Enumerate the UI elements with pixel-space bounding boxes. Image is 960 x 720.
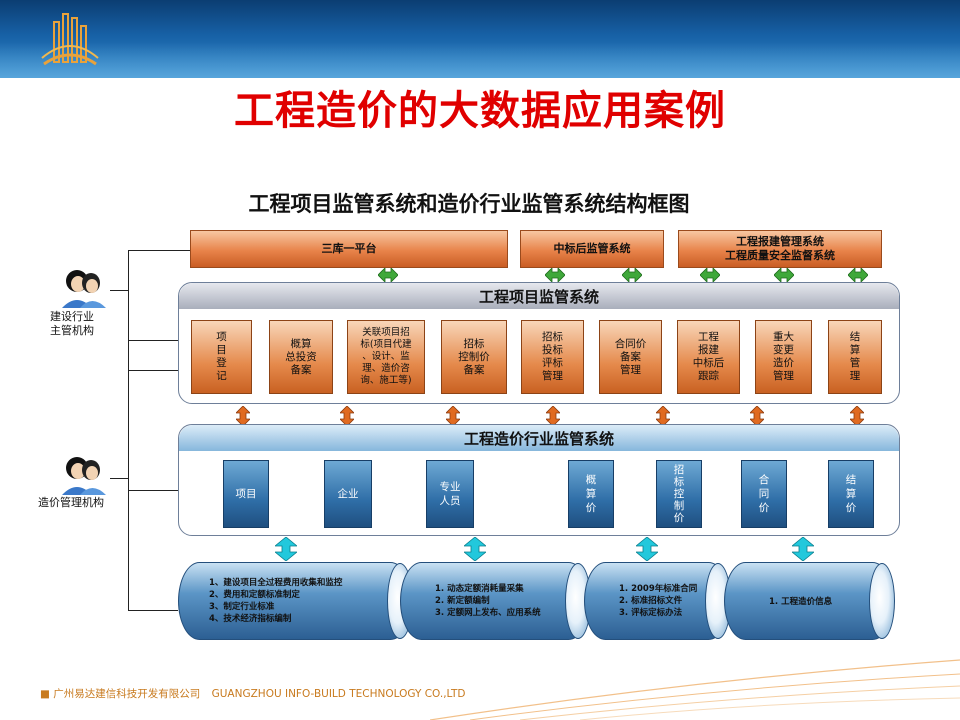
people-icon: [62, 270, 106, 308]
database-text: 1. 工程造价信息: [769, 597, 833, 607]
actor-label-cost-authority: 造价管理机构: [38, 496, 104, 509]
footer-wave-decoration: [430, 659, 960, 720]
header-band: [0, 0, 960, 78]
orange-double-arrow-icon: [850, 406, 864, 426]
connector-line: [110, 290, 128, 291]
top-box-three-libraries: 三库一平台: [190, 230, 508, 268]
slide-title: 工程造价的大数据应用案例: [234, 88, 726, 134]
cyan-double-arrow-icon: [636, 537, 658, 561]
module-project: 项目: [223, 460, 269, 528]
database-text: 1、建设项目全过程费用收集和监控 2、费用和定额标准制定 3、制定行业标准 4、…: [209, 578, 343, 624]
footer-bullet-icon: ■: [40, 688, 54, 700]
connector-line: [128, 610, 178, 611]
orange-double-arrow-icon: [446, 406, 460, 426]
cyan-double-arrow-icon: [464, 537, 486, 561]
module-budget-filing: 概算 总投资 备案: [269, 320, 333, 394]
database-text: 1. 2009年标准合同 2. 标准招标文件 3. 评标定标办法: [619, 584, 698, 618]
module-contract-price-filing: 合同价 备案 管理: [599, 320, 662, 394]
module-contract-price: 合 同 价: [741, 460, 787, 528]
module-change-cost-management: 重大 变更 造价 管理: [755, 320, 812, 394]
cyan-double-arrow-icon: [792, 537, 814, 561]
module-project-registration: 项 目 登 记: [191, 320, 252, 394]
module-bid-evaluation: 招标 投标 评标 管理: [521, 320, 584, 394]
footer-company: ■ 广州易达建信科技开发有限公司 GUANGZHOU INFO-BUILD TE…: [40, 686, 465, 701]
actor-label-construction-authority: 建设行业 主管机构: [50, 310, 94, 337]
cost-system-title: 工程造价行业监管系统: [179, 425, 899, 451]
module-post-bid-tracking: 工程 报建 中标后 跟踪: [677, 320, 740, 394]
module-related-bidding: 关联项目招 标(项目代建 、设计、监 理、造价咨 询、施工等): [347, 320, 425, 394]
module-settlement-management: 结 算 管 理: [828, 320, 882, 394]
module-control-price-filing: 招标 控制价 备案: [441, 320, 507, 394]
module-control-price: 招 标 控 制 价: [656, 460, 702, 528]
connector-line: [110, 478, 128, 479]
diagram-title: 工程项目监管系统和造价行业监管系统结构框图: [248, 192, 690, 216]
cyan-double-arrow-icon: [275, 537, 297, 561]
green-double-arrow-icon: [545, 268, 565, 282]
orange-double-arrow-icon: [750, 406, 764, 426]
footer-company-en: GUANGZHOU INFO-BUILD TECHNOLOGY CO.,LTD: [211, 688, 466, 700]
module-enterprise: 企业: [324, 460, 372, 528]
orange-double-arrow-icon: [546, 406, 560, 426]
green-double-arrow-icon: [378, 268, 398, 282]
database-cylinder: 1. 动态定额消耗量采集 2. 新定额编制 3. 定额网上发布、应用系统: [400, 562, 591, 640]
database-cylinder: 1. 工程造价信息: [724, 562, 895, 640]
top-box-registration-quality-system: 工程报建管理系统 工程质量安全监督系统: [678, 230, 882, 268]
database-cylinder: 1. 2009年标准合同 2. 标准招标文件 3. 评标定标办法: [584, 562, 731, 640]
module-budget-price: 概 算 价: [568, 460, 614, 528]
orange-double-arrow-icon: [656, 406, 670, 426]
green-double-arrow-icon: [622, 268, 642, 282]
connector-line: [128, 340, 178, 341]
orange-double-arrow-icon: [340, 406, 354, 426]
module-settlement-price: 结 算 价: [828, 460, 874, 528]
green-double-arrow-icon: [700, 268, 720, 282]
connector-line: [128, 370, 178, 371]
connector-line: [128, 490, 178, 491]
connector-line: [128, 250, 129, 370]
cylinder-cap: [869, 563, 895, 639]
footer-company-cn: 广州易达建信科技开发有限公司: [53, 688, 201, 700]
module-professionals: 专业 人员: [426, 460, 474, 528]
orange-double-arrow-icon: [236, 406, 250, 426]
green-double-arrow-icon: [848, 268, 868, 282]
database-cylinder: 1、建设项目全过程费用收集和监控 2、费用和定额标准制定 3、制定行业标准 4、…: [178, 562, 413, 640]
connector-line: [128, 250, 190, 251]
database-text: 1. 动态定额消耗量采集 2. 新定额编制 3. 定额网上发布、应用系统: [435, 584, 541, 618]
top-box-post-bid-system: 中标后监管系统: [520, 230, 664, 268]
people-icon: [62, 457, 106, 495]
project-system-title: 工程项目监管系统: [179, 283, 899, 309]
company-logo-icon: [41, 13, 99, 66]
green-double-arrow-icon: [774, 268, 794, 282]
cost-industry-supervision-system: 工程造价行业监管系统: [178, 424, 900, 536]
